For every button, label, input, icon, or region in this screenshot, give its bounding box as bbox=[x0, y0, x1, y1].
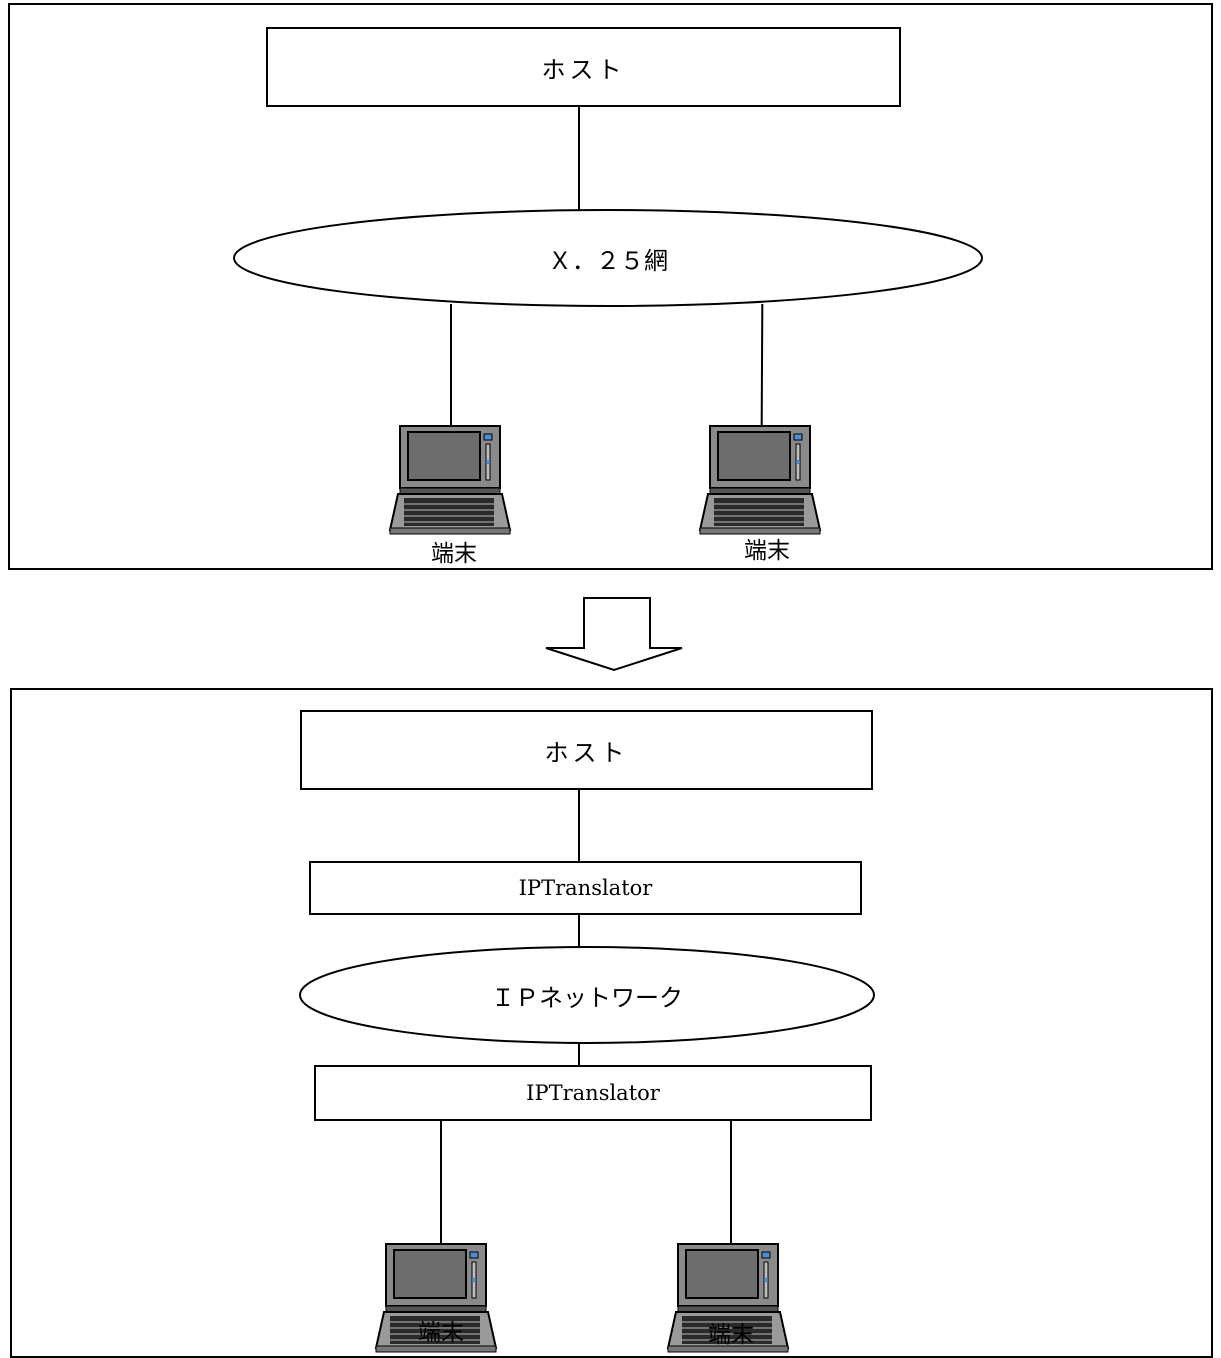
host-label: ホスト bbox=[544, 738, 629, 767]
terminal-label: 端末 bbox=[418, 1320, 464, 1346]
host-box-after: ホスト bbox=[300, 710, 873, 790]
connector-line bbox=[730, 1121, 732, 1243]
iptranslator-label: IPTranslator bbox=[526, 1081, 660, 1105]
iptranslator-label: IPTranslator bbox=[518, 876, 653, 900]
ellipse-shape bbox=[233, 209, 983, 307]
ellipse-shape bbox=[299, 946, 875, 1044]
connector-line bbox=[578, 1043, 580, 1067]
ip-network-ellipse: ＩＰネットワーク bbox=[298, 945, 876, 1045]
iptranslator-bottom-box: IPTranslator bbox=[314, 1065, 872, 1121]
network-label: ＩＰネットワーク bbox=[491, 983, 683, 1012]
laptop-icon bbox=[698, 424, 822, 536]
terminal-label: 端末 bbox=[708, 1322, 754, 1348]
connector-line bbox=[578, 107, 580, 211]
connector-line bbox=[450, 304, 452, 426]
before-panel bbox=[8, 3, 1213, 570]
connector-line bbox=[578, 790, 580, 862]
laptop-icon bbox=[666, 1242, 790, 1354]
host-label: ホスト bbox=[541, 55, 626, 84]
network-label: Ｘ．２５網 bbox=[548, 246, 668, 275]
x25-network-ellipse: Ｘ．２５網 bbox=[232, 208, 984, 308]
laptop-icon bbox=[374, 1242, 498, 1354]
terminal-label: 端末 bbox=[744, 538, 790, 564]
connector-line bbox=[440, 1121, 442, 1245]
iptranslator-top-box: IPTranslator bbox=[309, 861, 862, 915]
down-arrow-icon bbox=[544, 596, 684, 672]
host-box-before: ホスト bbox=[266, 27, 901, 107]
laptop-icon bbox=[388, 424, 512, 536]
terminal-label: 端末 bbox=[431, 541, 477, 567]
connector-line bbox=[578, 915, 580, 949]
